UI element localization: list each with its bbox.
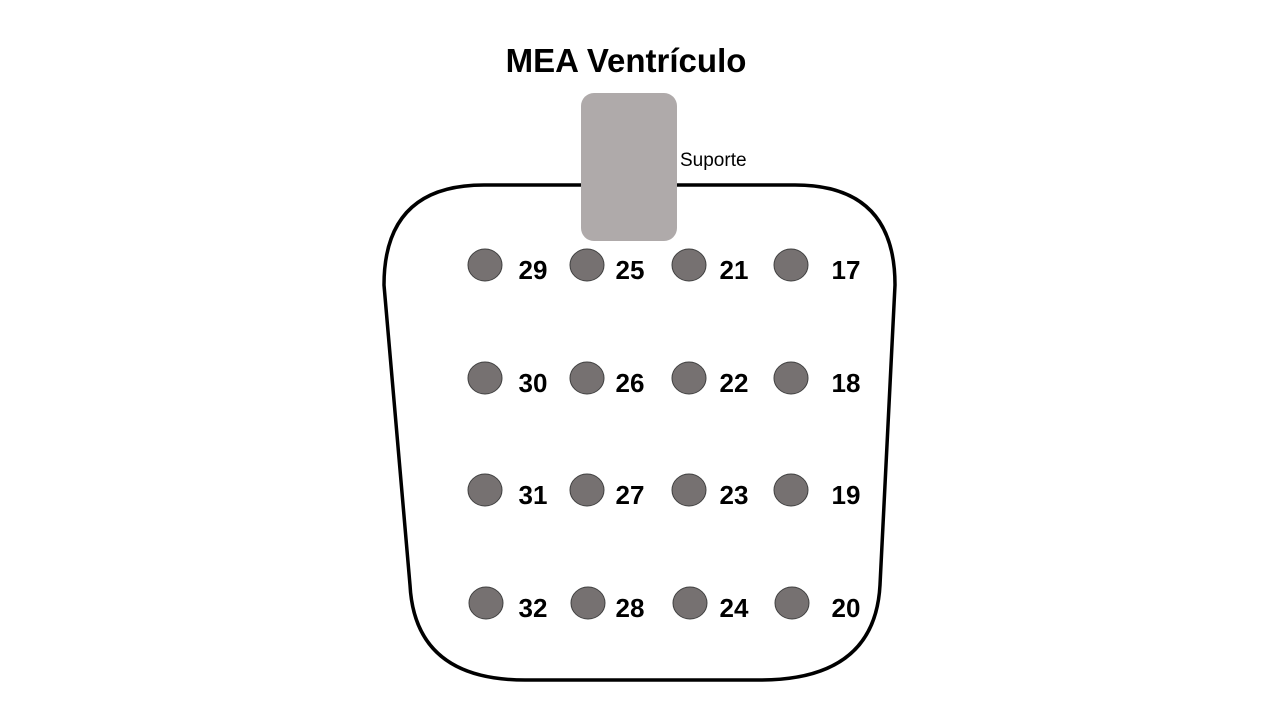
support-block bbox=[581, 93, 677, 241]
electrode-label-32: 32 bbox=[519, 593, 548, 623]
electrode-label-25: 25 bbox=[616, 255, 645, 285]
electrode-22 bbox=[671, 361, 707, 395]
electrode-21 bbox=[671, 248, 707, 282]
ventricle-outline bbox=[382, 183, 897, 682]
electrode-20 bbox=[774, 586, 810, 620]
electrode-label-27: 27 bbox=[616, 480, 645, 510]
electrode-label-21: 21 bbox=[720, 255, 749, 285]
electrode-label-30: 30 bbox=[519, 368, 548, 398]
electrode-label-22: 22 bbox=[720, 368, 749, 398]
electrode-19 bbox=[773, 473, 809, 507]
electrode-label-31: 31 bbox=[519, 480, 548, 510]
electrode-26 bbox=[569, 361, 605, 395]
electrode-label-28: 28 bbox=[616, 593, 645, 623]
electrode-label-23: 23 bbox=[720, 480, 749, 510]
electrode-label-18: 18 bbox=[832, 368, 861, 398]
electrode-24 bbox=[672, 586, 708, 620]
electrode-label-26: 26 bbox=[616, 368, 645, 398]
electrode-18 bbox=[773, 361, 809, 395]
electrode-25 bbox=[569, 248, 605, 282]
electrode-label-24: 24 bbox=[720, 593, 749, 623]
electrode-29 bbox=[467, 248, 503, 282]
electrode-30 bbox=[467, 361, 503, 395]
support-label: Suporte bbox=[680, 150, 747, 171]
electrode-label-17: 17 bbox=[832, 255, 861, 285]
electrode-grid: 29 25 21 17 30 26 22 18 31 27 23 19 32 28 24 20 bbox=[467, 248, 861, 623]
electrode-17 bbox=[773, 248, 809, 282]
diagram-title: MEA Ventrículo bbox=[506, 42, 747, 79]
electrode-27 bbox=[569, 473, 605, 507]
electrode-32 bbox=[468, 586, 504, 620]
electrode-label-29: 29 bbox=[519, 255, 548, 285]
electrode-label-19: 19 bbox=[832, 480, 861, 510]
electrode-label-20: 20 bbox=[832, 593, 861, 623]
electrode-23 bbox=[671, 473, 707, 507]
electrode-28 bbox=[570, 586, 606, 620]
electrode-31 bbox=[467, 473, 503, 507]
